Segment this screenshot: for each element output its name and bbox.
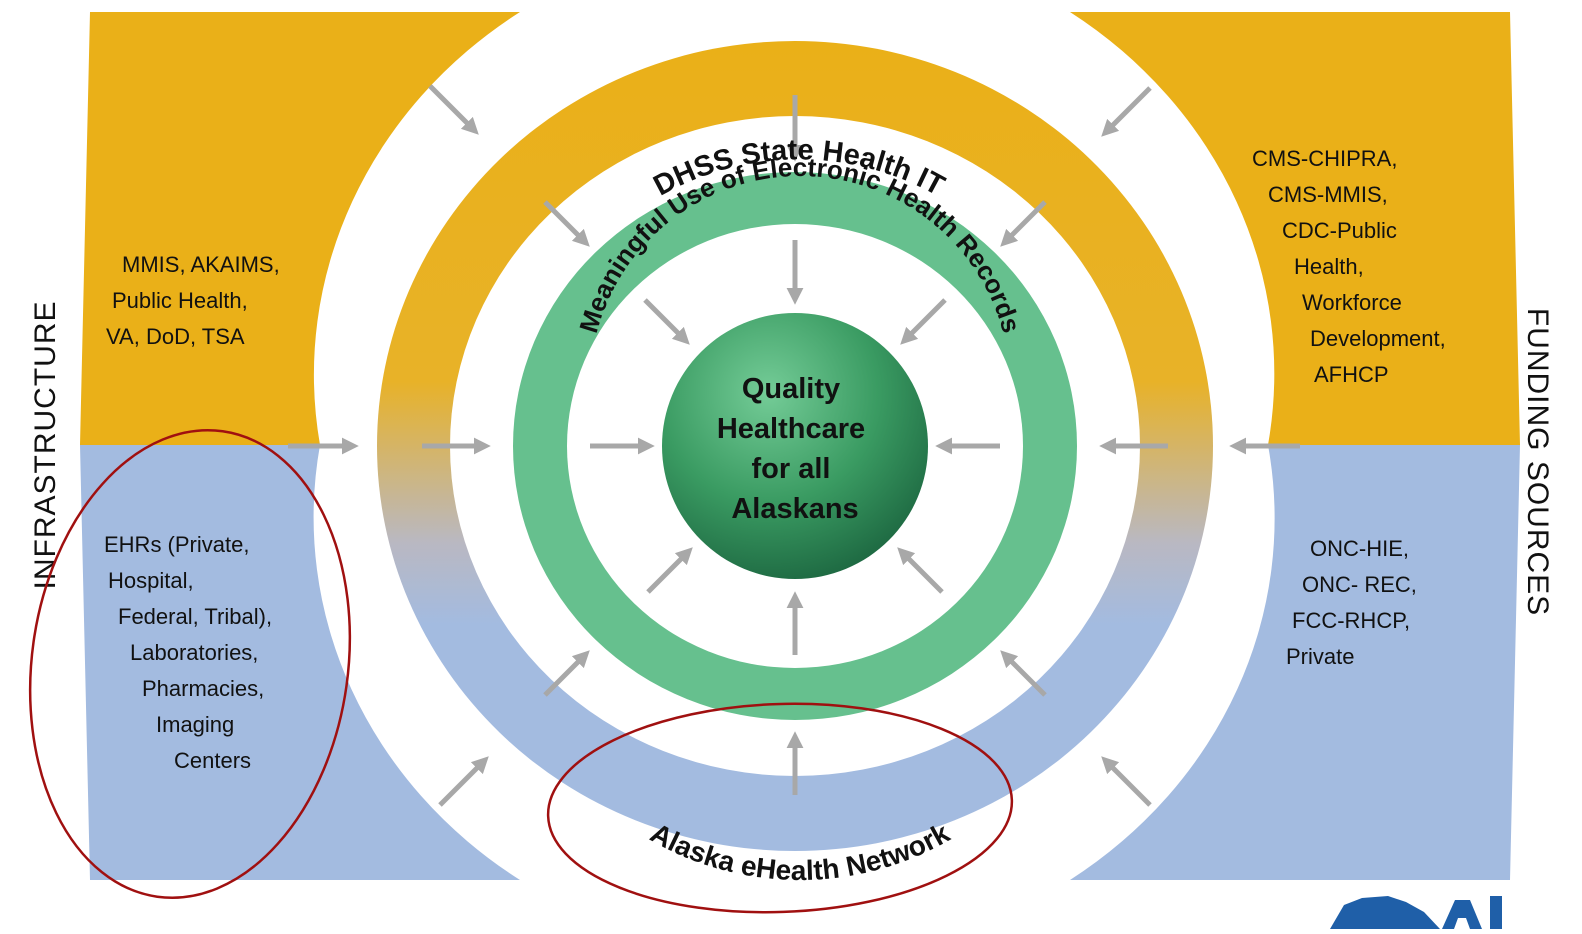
right-bottom-line: ONC-HIE,	[1310, 536, 1409, 561]
right-top-line: Health,	[1294, 254, 1364, 279]
left-panel-bottom	[80, 445, 520, 880]
center-line-3: for all	[751, 453, 830, 485]
right-top-line: CDC-Public	[1282, 218, 1397, 243]
arrow-inner-bottom-left	[646, 547, 693, 594]
right-top-line: Development,	[1310, 326, 1446, 351]
right-top-line: Workforce	[1302, 290, 1402, 315]
right-top-line: AFHCP	[1314, 362, 1389, 387]
right-top-list: CMS-CHIPRA, CMS-MMIS, CDC-Public Health,…	[1252, 146, 1452, 387]
arrow-mid-top-left	[543, 200, 590, 247]
left-panel-top	[80, 12, 520, 445]
logo-icon	[1330, 896, 1502, 929]
right-bottom-line: Private	[1286, 644, 1354, 669]
highlight-oval-bottom	[546, 702, 1014, 914]
right-panel-bottom	[1070, 445, 1520, 880]
arrow-outer-bottom-right	[1101, 756, 1152, 807]
arrow-inner-top-right	[900, 298, 947, 345]
right-bottom-line: ONC- REC,	[1302, 572, 1417, 597]
center-sphere	[662, 313, 928, 579]
left-bottom-line: Federal, Tribal),	[118, 604, 272, 629]
arrow-outer-top-left	[428, 84, 479, 135]
arrow-inner-bottom-right	[897, 547, 944, 594]
infrastructure-label: INFRASTRUCTURE	[29, 301, 62, 590]
highlight-oval-left	[28, 429, 352, 899]
arrow-outer-top-right	[1101, 86, 1152, 137]
right-bottom-list: ONC-HIE, ONC- REC, FCC-RHCP, Private	[1286, 536, 1423, 669]
arrow-mid-bottom-left	[543, 650, 590, 697]
center-text: Quality Healthcare for all Alaskans	[717, 373, 873, 525]
center-line-1: Quality	[742, 373, 840, 405]
funding-sources-label: FUNDING SOURCES	[1521, 308, 1554, 616]
left-top-line: VA, DoD, TSA	[106, 324, 245, 349]
left-top-line: MMIS, AKAIMS,	[122, 252, 280, 277]
arrows	[288, 84, 1300, 807]
left-bottom-line: Laboratories,	[130, 640, 258, 665]
left-bottom-line: Imaging	[156, 712, 234, 737]
left-top-line: Public Health,	[112, 288, 248, 313]
left-bottom-list: EHRs (Private, Hospital, Federal, Tribal…	[104, 532, 278, 773]
left-bottom-line: Centers	[174, 748, 251, 773]
center-line-2: Healthcare	[717, 413, 865, 445]
left-bottom-line: EHRs (Private,	[104, 532, 249, 557]
right-bottom-line: FCC-RHCP,	[1292, 608, 1410, 633]
center-line-4: Alaskans	[731, 493, 858, 525]
left-bottom-line: Pharmacies,	[142, 676, 264, 701]
arrow-mid-bottom-right	[1000, 650, 1047, 697]
right-top-line: CMS-MMIS,	[1268, 182, 1388, 207]
right-top-line: CMS-CHIPRA,	[1252, 146, 1397, 171]
arrow-inner-top-left	[643, 298, 690, 345]
right-panel-top	[1070, 12, 1520, 445]
arrow-outer-bottom-left	[438, 756, 489, 807]
left-top-list: MMIS, AKAIMS, Public Health, VA, DoD, TS…	[106, 252, 286, 349]
left-bottom-line: Hospital,	[108, 568, 194, 593]
arrow-mid-top-right	[1000, 200, 1047, 247]
